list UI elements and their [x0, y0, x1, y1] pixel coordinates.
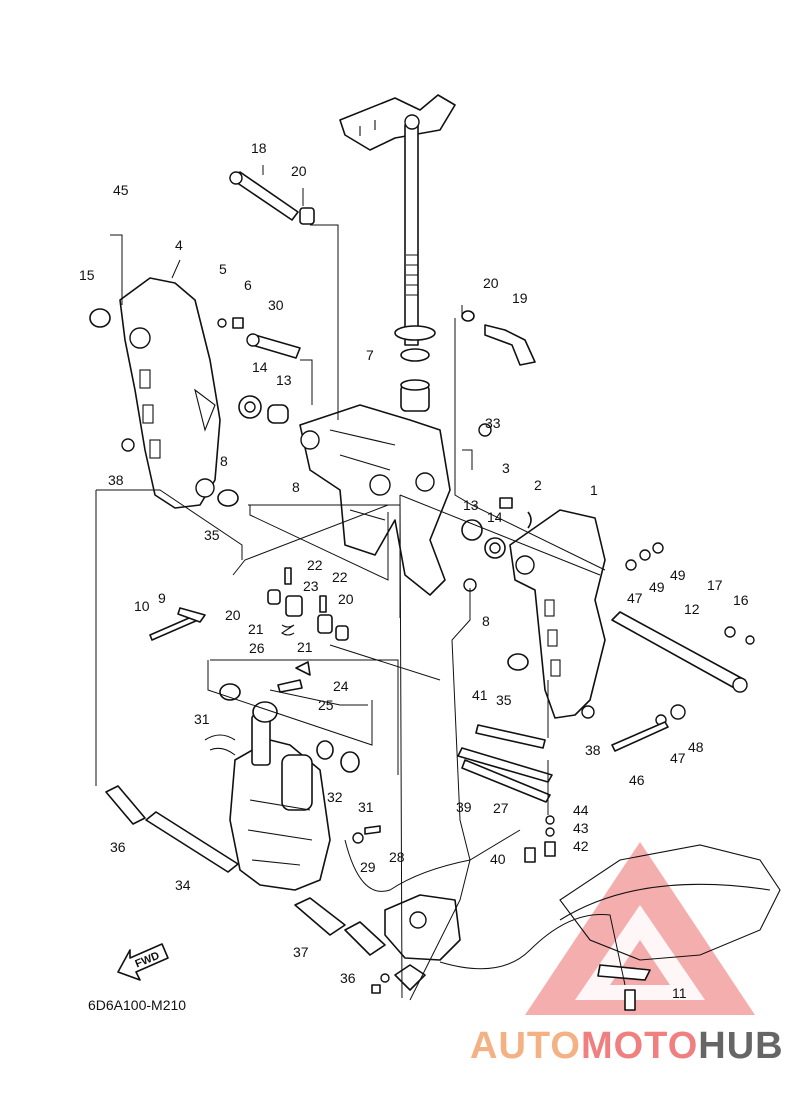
callout-6: 6 [244, 277, 252, 293]
callout-30: 30 [268, 297, 284, 313]
callout-44: 44 [573, 802, 589, 818]
callout-21b: 21 [297, 639, 313, 655]
callout-33: 33 [485, 415, 501, 431]
callout-19: 19 [512, 290, 528, 306]
tilt-shaft [611, 611, 748, 693]
watermark-part-auto: AUTO [470, 1025, 581, 1067]
callout-31b: 31 [358, 799, 374, 815]
callout-15: 15 [79, 267, 95, 283]
callout-5: 5 [219, 261, 227, 277]
callout-20b: 20 [483, 275, 499, 291]
callout-34: 34 [175, 877, 191, 893]
callout-18: 18 [251, 140, 267, 156]
callout-20c: 20 [225, 607, 241, 623]
callout-8c: 8 [482, 613, 490, 629]
callout-46: 46 [629, 772, 645, 788]
callout-23: 23 [303, 578, 319, 594]
callout-28: 28 [389, 849, 405, 865]
callout-47a: 47 [627, 590, 643, 606]
callout-labels: 1 2 3 4 5 6 7 8 8 8 9 10 11 12 13 13 14 … [79, 140, 749, 1001]
power-tilt-unit [204, 701, 331, 891]
callout-35b: 35 [496, 692, 512, 708]
callout-41: 41 [472, 687, 488, 703]
fwd-arrow-icon: FWD [117, 943, 169, 981]
steering-shaft [339, 94, 456, 346]
wiring [344, 588, 626, 1001]
callout-4: 4 [175, 237, 183, 253]
callout-7: 7 [366, 347, 374, 363]
callout-25: 25 [318, 697, 334, 713]
callout-37: 37 [293, 944, 309, 960]
callout-8a: 8 [220, 453, 228, 469]
callout-8b: 8 [292, 479, 300, 495]
callout-9: 9 [158, 590, 166, 606]
callout-16: 16 [733, 592, 749, 608]
callout-29: 29 [360, 859, 376, 875]
swivel-bracket [299, 404, 451, 596]
lower-bracket [384, 894, 461, 991]
engine-outline [559, 844, 781, 1011]
callout-27: 27 [493, 800, 509, 816]
clamp-bracket-left [119, 277, 221, 509]
callout-32: 32 [327, 789, 343, 805]
callout-43: 43 [573, 820, 589, 836]
shaft-bushings [394, 325, 436, 412]
callout-31a: 31 [194, 711, 210, 727]
callout-21a: 21 [248, 621, 264, 637]
watermark-part-hub: HUB [698, 1025, 783, 1067]
tilt-pins [105, 785, 386, 956]
callout-13a: 13 [276, 372, 292, 388]
callout-49a: 49 [649, 579, 665, 595]
callout-38a: 38 [108, 472, 124, 488]
watermark-text: AUTOMOTOHUB [470, 1025, 784, 1067]
callout-24: 24 [333, 678, 349, 694]
callout-20a: 20 [291, 163, 307, 179]
callout-22b: 22 [332, 569, 348, 585]
callout-42: 42 [573, 838, 589, 854]
diagram-code: 6D6A100-M210 [88, 997, 186, 1013]
callout-35a: 35 [204, 527, 220, 543]
callout-38b: 38 [585, 742, 601, 758]
callout-36a: 36 [110, 839, 126, 855]
callout-13b: 13 [463, 497, 479, 513]
callout-3: 3 [502, 460, 510, 476]
small-parts [89, 207, 755, 994]
svg-text:AUTOMOTOHUB: AUTOMOTOHUB [470, 1025, 784, 1067]
callout-14b: 14 [487, 509, 503, 525]
callout-17: 17 [707, 577, 723, 593]
callout-49b: 49 [670, 567, 686, 583]
callout-26: 26 [249, 640, 265, 656]
leader-lines [95, 165, 606, 999]
callout-20d: 20 [338, 591, 354, 607]
callout-22a: 22 [307, 557, 323, 573]
callout-12: 12 [684, 601, 700, 617]
bolt-18 [229, 171, 299, 221]
watermark-logo [525, 842, 755, 1015]
callout-2: 2 [534, 477, 542, 493]
callout-39: 39 [456, 799, 472, 815]
callout-47b: 47 [670, 750, 686, 766]
callout-11: 11 [672, 985, 687, 1001]
callout-10: 10 [134, 598, 150, 614]
callout-36b: 36 [340, 970, 356, 986]
callout-45: 45 [113, 182, 129, 198]
callout-14a: 14 [252, 359, 268, 375]
callout-48: 48 [688, 739, 704, 755]
clamp-bracket-right [509, 509, 606, 719]
watermark-part-moto: MOTO [581, 1025, 698, 1067]
callout-1: 1 [590, 482, 598, 498]
callout-40: 40 [490, 851, 506, 867]
